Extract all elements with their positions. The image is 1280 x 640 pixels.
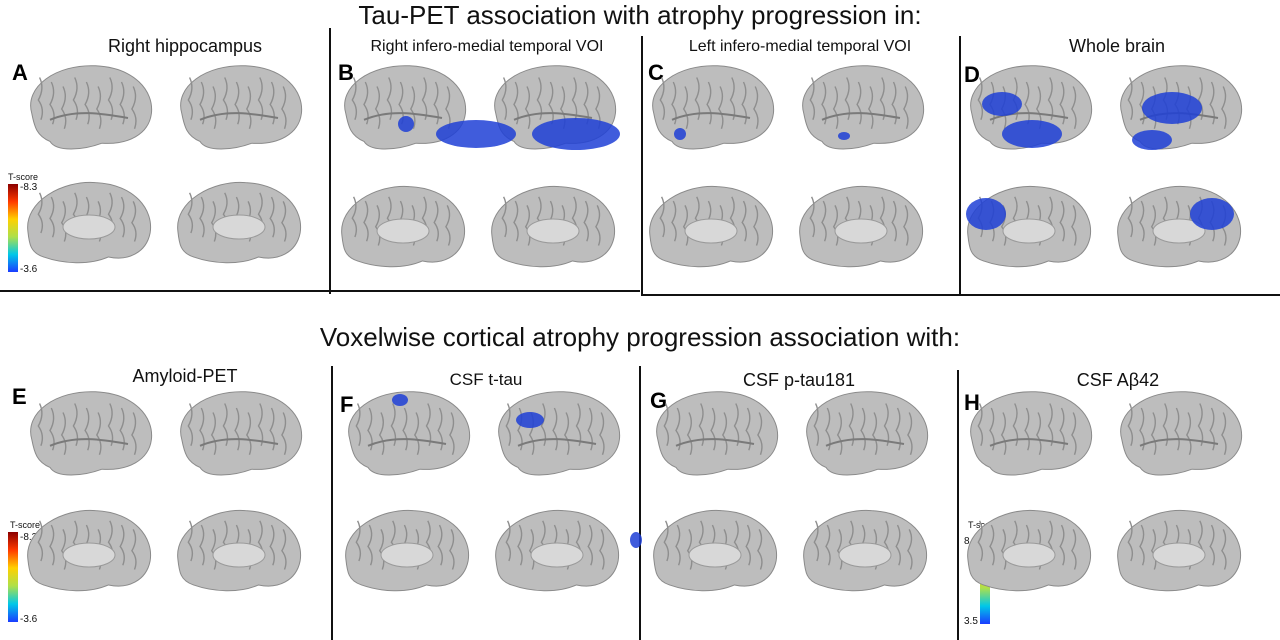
brain-medial-view [341, 185, 466, 268]
panel-letter: G [650, 388, 668, 413]
divider-horizontal [641, 294, 1280, 296]
panel-letter: C [648, 60, 664, 85]
colorbar-title: T-score [10, 520, 41, 530]
activation-blob [838, 132, 850, 140]
activation-overlay [674, 128, 686, 140]
activation-blob [532, 118, 620, 150]
brain-lateral-view [180, 65, 303, 150]
colorbar-max-label: -8.3 [20, 532, 38, 543]
activation-overlay [1132, 130, 1172, 150]
brain-medial-view [799, 185, 924, 268]
activation-overlay [966, 198, 1006, 230]
activation-overlay [398, 116, 414, 132]
activation-blob [1142, 92, 1202, 124]
colorbar [8, 184, 18, 272]
brain-medial-view [495, 509, 620, 592]
brain-lateral-view [970, 391, 1093, 476]
activation-overlay [838, 132, 850, 140]
activation-blob [674, 128, 686, 140]
colorbar-title: T-score [968, 520, 999, 530]
figure-title-top: Tau-PET association with atrophy progres… [358, 0, 922, 30]
activation-overlay [436, 120, 516, 148]
colorbar-max-label: -8.3 [20, 182, 38, 193]
activation-blob [516, 412, 544, 428]
divider-horizontal [0, 290, 640, 292]
activation-blob [982, 92, 1022, 116]
panel-title: CSF Aβ42 [1076, 370, 1160, 390]
brain-medial-view [491, 185, 616, 268]
brain-lateral-view [344, 65, 467, 150]
divider-vertical [641, 36, 643, 294]
brain-medial-view [177, 509, 302, 592]
divider-vertical [329, 28, 331, 294]
brain-lateral-view [30, 391, 153, 476]
activation-blob [966, 198, 1006, 230]
panel-title: Right hippocampus [107, 36, 263, 56]
brain-lateral-view [180, 391, 303, 476]
activation-overlay [516, 412, 544, 428]
colorbar-min-label: -3.6 [20, 264, 38, 275]
activation-overlay [982, 92, 1022, 116]
brain-medial-view [803, 509, 928, 592]
panel-title: CSF p-tau181 [742, 370, 856, 390]
activation-overlay [532, 118, 620, 150]
panel-title: Amyloid-PET [132, 366, 238, 386]
brain-medial-view [1117, 509, 1242, 592]
activation-blob [1132, 130, 1172, 150]
activation-blob [436, 120, 516, 148]
panel-letter: E [12, 384, 27, 409]
brain-medial-view [653, 509, 778, 592]
divider-vertical [639, 366, 641, 640]
activation-overlay [630, 532, 642, 548]
divider-vertical [331, 366, 333, 640]
panel-letter: B [338, 60, 354, 85]
activation-overlay [1002, 120, 1062, 148]
figure-title-bottom: Voxelwise cortical atrophy progression a… [319, 322, 961, 352]
panel-title: Whole brain [1068, 36, 1166, 56]
brain-medial-view [177, 181, 302, 264]
activation-blob [392, 394, 408, 406]
divider-vertical [957, 370, 959, 640]
brain-lateral-view [806, 391, 929, 476]
activation-blob [1002, 120, 1062, 148]
colorbar-min-label: -3.6 [20, 614, 38, 625]
brain-lateral-view [348, 391, 471, 476]
activation-overlay [1142, 92, 1202, 124]
activation-overlay [392, 394, 408, 406]
brain-medial-view [27, 181, 152, 264]
colorbar [8, 532, 18, 622]
brain-medial-view [27, 509, 152, 592]
brain-lateral-view [1120, 391, 1243, 476]
activation-blob [1190, 198, 1234, 230]
brain-lateral-view [970, 65, 1093, 150]
panel-title: Right infero-medial temporal VOI [370, 38, 604, 55]
panel-title: CSF t-tau [449, 370, 523, 389]
activation-overlay [1190, 198, 1234, 230]
brain-medial-view [967, 509, 1092, 592]
activation-blob [398, 116, 414, 132]
panel-letter: A [12, 60, 28, 85]
brain-lateral-view [652, 65, 775, 150]
brain-lateral-view [30, 65, 153, 150]
activation-blob [630, 532, 642, 548]
panel-title: Left infero-medial temporal VOI [688, 38, 912, 55]
colorbar-min-label: 3.5 [964, 616, 978, 627]
brain-medial-view [649, 185, 774, 268]
panel-letter: H [964, 390, 980, 415]
panel-letter: F [340, 392, 354, 417]
divider-vertical [959, 36, 961, 294]
panel-letter: D [964, 62, 980, 87]
brain-lateral-view [656, 391, 779, 476]
colorbar-title: T-score [8, 172, 39, 182]
brain-lateral-view [802, 65, 925, 150]
brain-medial-view [345, 509, 470, 592]
